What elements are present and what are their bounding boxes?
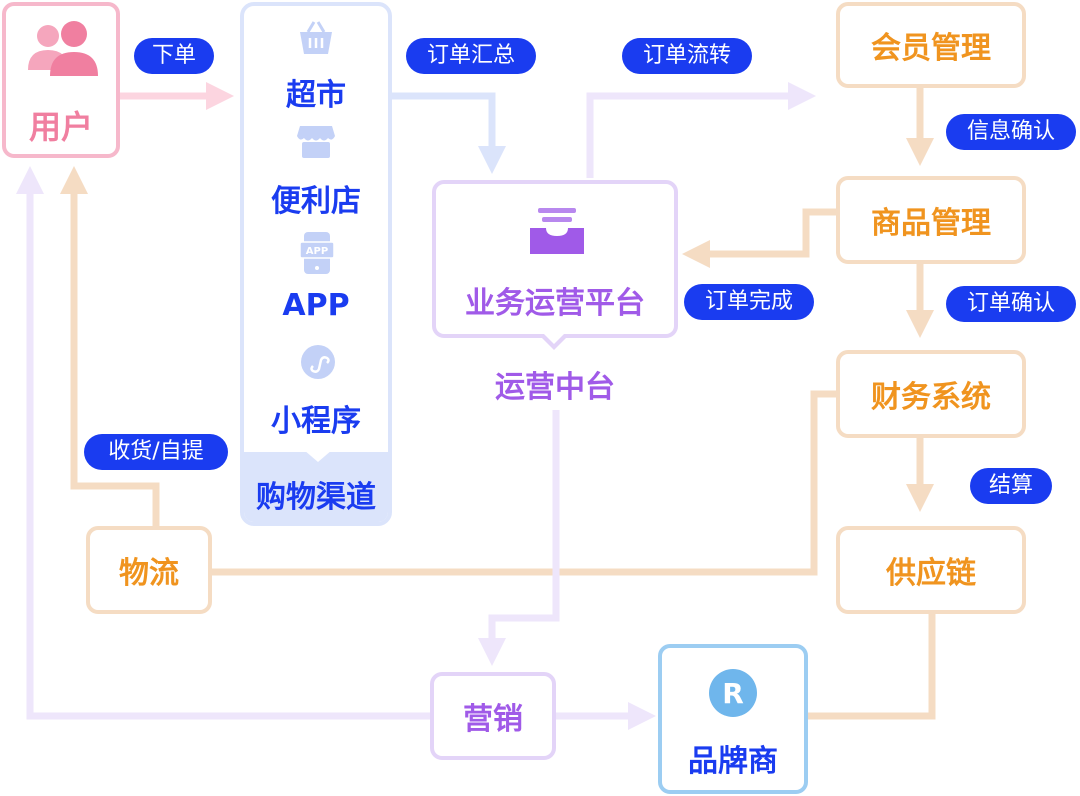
supply-chain-node: 供应链 bbox=[836, 526, 1026, 614]
brand-node: R 品牌商 bbox=[658, 644, 808, 794]
user-node: 用户 bbox=[2, 2, 120, 158]
platform-caption: 运营中台 bbox=[495, 370, 615, 405]
edge-platform-marketing bbox=[488, 410, 560, 640]
label-order-summary: 订单汇总 bbox=[406, 38, 536, 74]
registered-mark-text: R bbox=[722, 677, 744, 710]
channel-convenience-store: 便利店 bbox=[271, 184, 361, 219]
label-receive: 收货/自提 bbox=[84, 434, 228, 470]
edge-receive bbox=[70, 192, 160, 526]
logistics-node: 物流 bbox=[86, 526, 212, 614]
channel-title: 购物渠道 bbox=[256, 480, 376, 515]
label-info-confirm: 信息确认 bbox=[946, 114, 1076, 150]
goods-management-label: 商品管理 bbox=[871, 206, 991, 241]
finance-system-node: 财务系统 bbox=[836, 350, 1026, 438]
label-order-confirm: 订单确认 bbox=[946, 286, 1076, 322]
platform-node: 业务运营平台 bbox=[432, 180, 678, 350]
platform-notch-inner bbox=[544, 334, 564, 344]
phone-app-icon: APP bbox=[299, 230, 335, 280]
mini-program-icon bbox=[300, 344, 336, 384]
member-management-label: 会员管理 bbox=[871, 31, 991, 66]
brand-label: 品牌商 bbox=[688, 744, 778, 779]
edge-order-done bbox=[708, 208, 836, 258]
inbox-tray-icon bbox=[528, 206, 586, 262]
shop-icon bbox=[296, 122, 336, 166]
logistics-label: 物流 bbox=[119, 556, 179, 591]
member-management-node: 会员管理 bbox=[836, 2, 1026, 88]
marketing-label: 营销 bbox=[463, 702, 523, 737]
app-icon-text: APP bbox=[306, 246, 328, 257]
label-order-flow: 订单流转 bbox=[622, 38, 752, 74]
users-icon bbox=[26, 18, 98, 84]
shopping-channel-node: 超市 便利店 APP APP 小程序 购物渠道 bbox=[240, 2, 392, 526]
channel-title-notch bbox=[304, 450, 332, 462]
edge-order-flow bbox=[586, 92, 790, 178]
channel-title-band bbox=[244, 452, 388, 522]
label-order-done: 订单完成 bbox=[684, 284, 814, 320]
edge-finance-logistics bbox=[212, 390, 836, 576]
edge-marketing-user bbox=[26, 192, 430, 720]
platform-label: 业务运营平台 bbox=[465, 286, 645, 321]
supply-chain-label: 供应链 bbox=[886, 556, 976, 591]
basket-icon bbox=[296, 20, 336, 60]
label-order: 下单 bbox=[134, 38, 214, 74]
registered-mark-icon: R bbox=[708, 668, 758, 722]
channel-mini-program: 小程序 bbox=[271, 404, 361, 439]
edge-order-summary bbox=[392, 92, 496, 148]
channel-supermarket: 超市 bbox=[286, 78, 346, 113]
label-settle: 结算 bbox=[970, 468, 1052, 504]
marketing-node: 营销 bbox=[430, 672, 556, 760]
channel-app: APP bbox=[282, 288, 350, 323]
user-label: 用户 bbox=[28, 108, 93, 146]
finance-system-label: 财务系统 bbox=[871, 380, 991, 415]
goods-management-node: 商品管理 bbox=[836, 176, 1026, 264]
edge-supply-brand bbox=[808, 614, 936, 720]
